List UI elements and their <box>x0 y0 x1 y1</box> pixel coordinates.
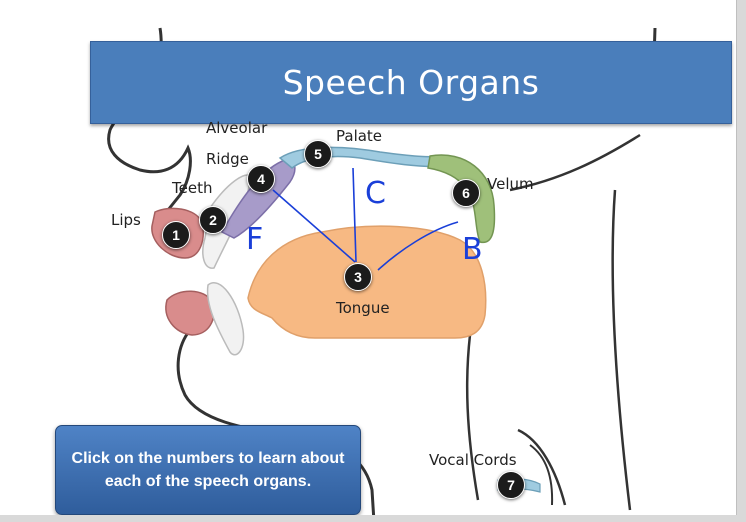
badge-4-alveolar-ridge[interactable]: 4 <box>247 165 275 193</box>
badge-2-teeth[interactable]: 2 <box>199 206 227 234</box>
window-right-edge <box>736 0 746 522</box>
label-velum: Velum <box>487 175 534 193</box>
instruction-box: Click on the numbers to learn about each… <box>55 425 361 515</box>
page-title: Speech Organs <box>282 63 540 102</box>
annotation-line-b <box>377 221 459 271</box>
badge-3-tongue[interactable]: 3 <box>344 263 372 291</box>
annotation-line-c <box>352 167 357 263</box>
title-banner: Speech Organs <box>90 41 732 124</box>
window-bottom-edge <box>0 515 746 522</box>
badge-7-vocal-cords[interactable]: 7 <box>497 471 525 499</box>
badge-6-velum[interactable]: 6 <box>452 179 480 207</box>
annotation-line-f <box>272 189 356 263</box>
annotation-letter-c: C <box>365 176 386 211</box>
lower-lip-shape <box>165 290 215 336</box>
annotation-letter-f: F <box>246 222 264 257</box>
label-vocal-cords: Vocal Cords <box>429 451 517 469</box>
lower-teeth-shape <box>206 282 245 356</box>
neck-back-outline <box>611 189 632 511</box>
badge-5-palate[interactable]: 5 <box>304 140 332 168</box>
label-teeth: Teeth <box>172 179 213 197</box>
throat-back-outline <box>509 133 641 192</box>
velum-shape <box>427 154 496 244</box>
label-palate: Palate <box>336 127 383 145</box>
label-tongue: Tongue <box>336 299 390 317</box>
throat-front-outline <box>465 334 480 501</box>
larynx-outline <box>529 444 554 506</box>
label-alveolar: Alveolar <box>206 119 268 137</box>
trachea-outline <box>517 428 567 506</box>
label-ridge: Ridge <box>206 150 249 168</box>
instruction-text: Click on the numbers to learn about each… <box>71 450 345 490</box>
label-lips: Lips <box>111 211 141 229</box>
badge-1-lips[interactable]: 1 <box>162 221 190 249</box>
annotation-letter-b: B <box>462 232 483 267</box>
